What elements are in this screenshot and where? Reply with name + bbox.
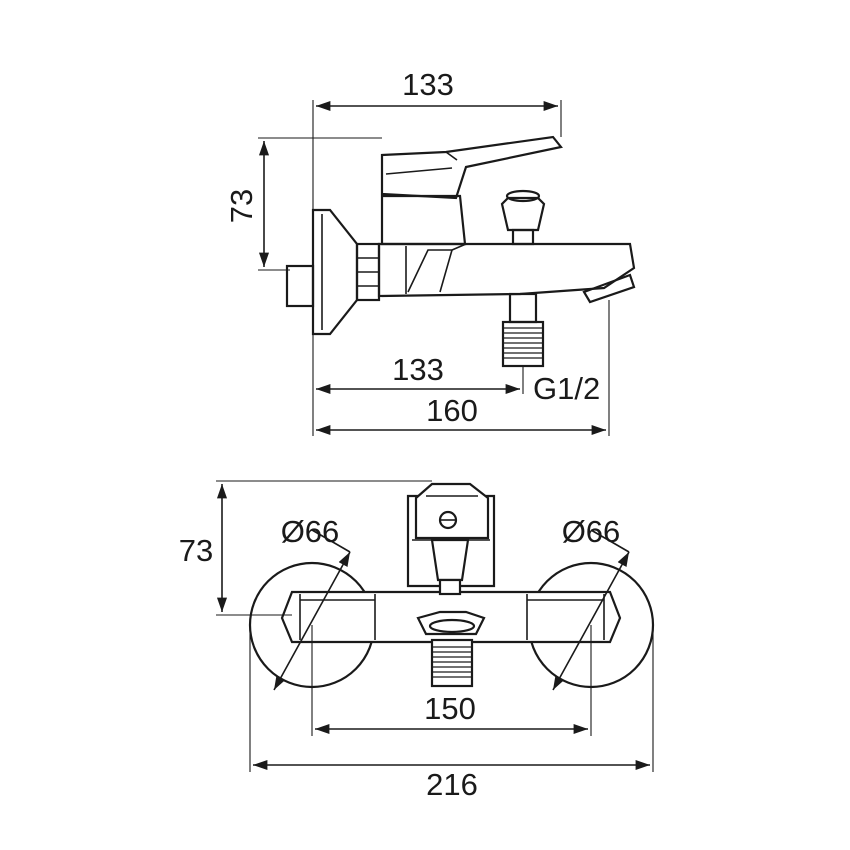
spout-body (377, 242, 636, 304)
hose-outlet (501, 292, 545, 368)
dim-height-front: 73 (179, 484, 228, 612)
dim-center-distance: 150 (315, 691, 588, 735)
dim-overall-width: 216 (252, 759, 650, 802)
lever-handle (380, 135, 563, 200)
diameter-leader-left (273, 529, 351, 691)
dim-center-distance-label: 150 (424, 691, 476, 726)
cartridge-body (380, 194, 467, 246)
wall-flange-side (311, 208, 359, 336)
extension-lines-front (216, 480, 654, 772)
diverter-knob-front (430, 538, 470, 596)
dim-top-width: 133 (316, 67, 558, 112)
lever-handle-front (414, 482, 490, 540)
extension-lines-side (258, 100, 610, 436)
dim-height-front-label: 73 (179, 533, 213, 568)
dim-overall-length-label: 160 (426, 393, 478, 428)
dim-overall-length: 160 (316, 393, 606, 436)
diverter-knob (500, 189, 546, 246)
dim-overall-width-label: 216 (426, 767, 478, 802)
dim-spout-to-outlet-label: 133 (392, 352, 444, 387)
front-view: Ø66 Ø66 73 150 216 (179, 480, 655, 802)
inlet-stub (285, 264, 315, 308)
diameter-label-right: Ø66 (562, 514, 621, 549)
hose-outlet-front (416, 610, 486, 688)
dim-height-side-label: 73 (224, 189, 259, 223)
hex-nut (355, 242, 381, 302)
dim-top-width-label: 133 (402, 67, 454, 102)
dim-spout-to-outlet: 133 (316, 352, 520, 395)
diameter-leader-right (552, 529, 630, 691)
diameter-label-left: Ø66 (281, 514, 340, 549)
dim-height-side: 73 (224, 141, 270, 267)
side-view: 133 73 133 G1/2 160 (224, 67, 636, 436)
thread-label: G1/2 (533, 371, 600, 406)
